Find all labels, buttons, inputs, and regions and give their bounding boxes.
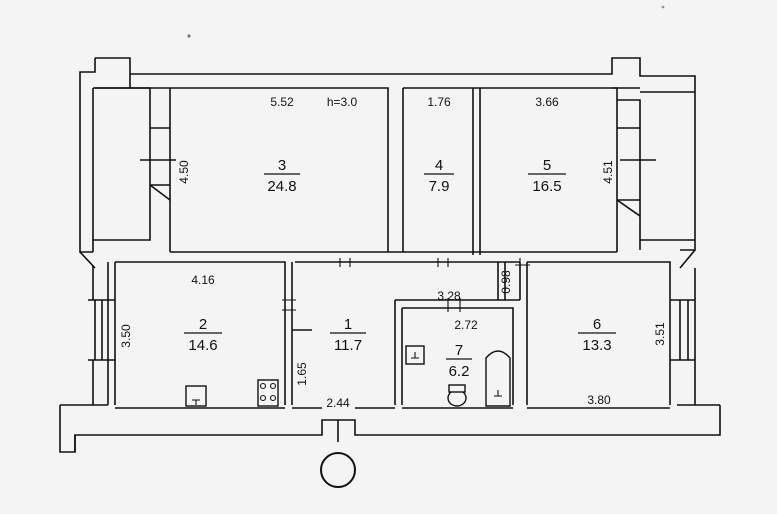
room-area: 13.3 (582, 337, 611, 354)
dim-room3-width: 5.52 (270, 95, 294, 109)
smudge (187, 34, 191, 38)
room-area: 11.7 (334, 337, 362, 354)
room-5-label: 5 16.5 (528, 157, 566, 195)
dim-room2-depth: 3.50 (119, 324, 133, 348)
dim-hall-depth: 1.65 (295, 362, 309, 386)
room-7-label: 7 6.2 (446, 342, 472, 380)
dim-room6-depth: 3.51 (653, 322, 667, 346)
room-number: 1 (344, 316, 352, 333)
door-marks (282, 258, 530, 312)
ceiling-height: h=3.0 (327, 95, 358, 109)
stove-icon (257, 379, 279, 407)
entrance-circle (320, 452, 356, 488)
dim-corridor-step: 0.98 (499, 270, 513, 294)
fixtures (185, 345, 511, 407)
room-number: 6 (593, 316, 601, 333)
room-area: 7.9 (429, 178, 450, 195)
room-number: 5 (543, 157, 551, 174)
smudge (661, 5, 665, 9)
dim-room4-width: 1.76 (427, 95, 451, 109)
room-1-label: 1 11.7 (330, 316, 366, 354)
cross-walls (107, 251, 671, 405)
dim-room6-width: 3.80 (587, 393, 611, 407)
room-number: 4 (435, 157, 443, 174)
dimension-labels: 5.52 h=3.0 1.76 3.66 4.50 4.51 4.16 3.50… (119, 95, 667, 410)
room-number: 7 (455, 342, 463, 359)
room-area: 16.5 (532, 178, 561, 195)
bottom-walls (59, 265, 721, 453)
room-number: 3 (278, 157, 286, 174)
dim-bath-width: 3.28 (437, 289, 461, 303)
dim-room3-depth: 4.50 (177, 160, 191, 184)
bathtub-icon (485, 350, 511, 407)
room-number: 2 (199, 316, 207, 333)
dim-hall-width: 2.44 (326, 396, 350, 410)
dim-room2-width: 4.16 (191, 273, 215, 287)
room-area: 14.6 (188, 337, 217, 354)
room-2-label: 2 14.6 (184, 316, 222, 354)
dim-bath-inner: 2.72 (454, 318, 478, 332)
room-area: 6.2 (449, 363, 470, 380)
room-4-label: 4 7.9 (424, 157, 454, 195)
room-area: 24.8 (267, 178, 296, 195)
sink-icon (185, 385, 207, 407)
room-3-label: 3 24.8 (264, 157, 300, 195)
room-6-label: 6 13.3 (578, 316, 616, 354)
dim-room5-depth: 4.51 (601, 160, 615, 184)
dim-room5-width: 3.66 (535, 95, 559, 109)
